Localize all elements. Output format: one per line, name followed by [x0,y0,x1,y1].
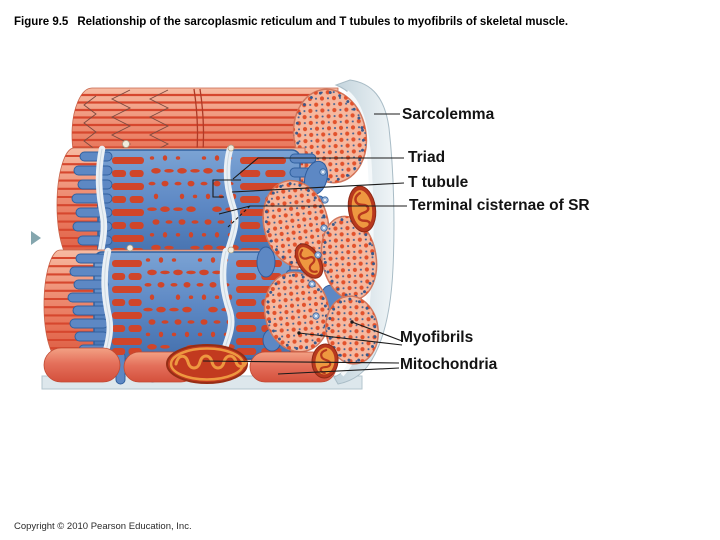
leader-myofibrils-2 [298,332,403,346]
myofibril-cut-faces [262,179,379,365]
figure-number: Figure 9.5 [14,16,69,28]
mitochondrion-cut-right [311,343,339,379]
leader-myofibrils-1 [351,321,403,342]
leader-mitochondria-1 [202,360,400,364]
label-triad: Triad [408,149,446,166]
leader-triad [232,157,404,180]
label-terminal-cisternae: Terminal cisternae of SR [409,197,590,214]
mitochondrion-upper [347,185,377,233]
label-myofibrils: Myofibrils [400,329,474,346]
label-sarcolemma: Sarcolemma [402,106,495,123]
label-t-tubule: T tubule [408,174,469,191]
figure-title: Figure 9.5 Relationship of the sarcoplasm… [14,16,568,28]
triad-bracket [212,179,241,198]
leader-mitochondria-2 [277,367,400,375]
leader-t-tubule [231,182,405,193]
figure-caption: Relationship of the sarcoplasmic reticul… [77,16,569,28]
mitochondrion-cut-open [166,344,248,384]
leader-lines [202,113,407,375]
copyright-notice: Copyright © 2010 Pearson Education, Inc. [14,521,192,532]
slide-advance-arrow-icon[interactable] [31,231,41,245]
mitochondria-row [43,343,339,384]
label-mitochondria: Mitochondria [400,356,498,373]
